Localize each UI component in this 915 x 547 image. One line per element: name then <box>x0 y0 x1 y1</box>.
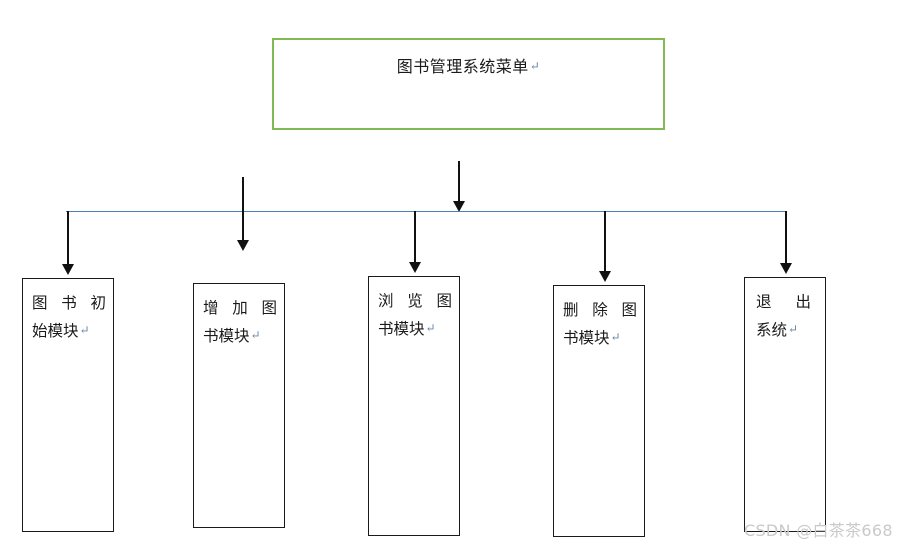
root-node-label: 图书管理系统菜单↵ <box>396 57 541 76</box>
node-delete-module: 删 除 图 书模块↵ <box>553 285 645 537</box>
node-exit-module: 退 出 系统↵ <box>744 277 826 532</box>
connector-stem <box>785 211 787 265</box>
node-init-module-label: 图 书 初 始模块↵ <box>32 290 106 345</box>
paragraph-mark-icon: ↵ <box>788 322 799 336</box>
paragraph-mark-icon: ↵ <box>79 323 90 337</box>
paragraph-mark-icon: ↵ <box>425 321 436 335</box>
connector-stem <box>458 161 460 203</box>
node-label-line-2: 书模块↵ <box>563 329 621 347</box>
arrowhead-icon <box>452 201 465 212</box>
connector-bus-line <box>66 211 786 212</box>
node-label-line-2: 始模块↵ <box>32 322 90 340</box>
arrowhead-icon <box>779 263 792 274</box>
paragraph-mark-icon: ↵ <box>250 328 261 342</box>
arrowhead-icon <box>236 240 249 251</box>
node-browse-module: 浏 览 图 书模块↵ <box>368 276 460 536</box>
node-label-line-2: 系统↵ <box>756 321 799 339</box>
connector-stem <box>414 211 416 264</box>
arrowhead-icon <box>598 271 611 282</box>
node-add-module-label: 增 加 图 书模块↵ <box>203 295 277 350</box>
arrowhead-icon <box>61 264 74 275</box>
paragraph-mark-icon: ↵ <box>529 59 541 73</box>
connector-stem <box>67 211 69 266</box>
node-label-line-2: 书模块↵ <box>203 327 261 345</box>
root-node-system-menu: 图书管理系统菜单↵ <box>272 38 665 130</box>
node-label-line-1: 退 出 <box>756 293 811 311</box>
node-label-line-1: 增 加 图 <box>203 299 277 317</box>
node-add-module: 增 加 图 书模块↵ <box>193 283 285 528</box>
node-init-module: 图 书 初 始模块↵ <box>22 278 114 532</box>
node-label-line-1: 删 除 图 <box>563 301 637 319</box>
node-label-line-1: 图 书 初 <box>32 294 106 312</box>
node-label-line-2: 书模块↵ <box>378 320 436 338</box>
node-exit-module-label: 退 出 系统↵ <box>756 289 811 344</box>
arrowhead-icon <box>408 262 421 273</box>
watermark-label: CSDN @白茶茶668 <box>744 521 893 540</box>
paragraph-mark-icon: ↵ <box>610 330 621 344</box>
node-label-line-1: 浏 览 图 <box>378 292 452 310</box>
node-delete-module-label: 删 除 图 书模块↵ <box>563 297 637 352</box>
connector-stem <box>604 211 606 273</box>
connector-stem <box>242 177 244 242</box>
node-browse-module-label: 浏 览 图 书模块↵ <box>378 288 452 343</box>
